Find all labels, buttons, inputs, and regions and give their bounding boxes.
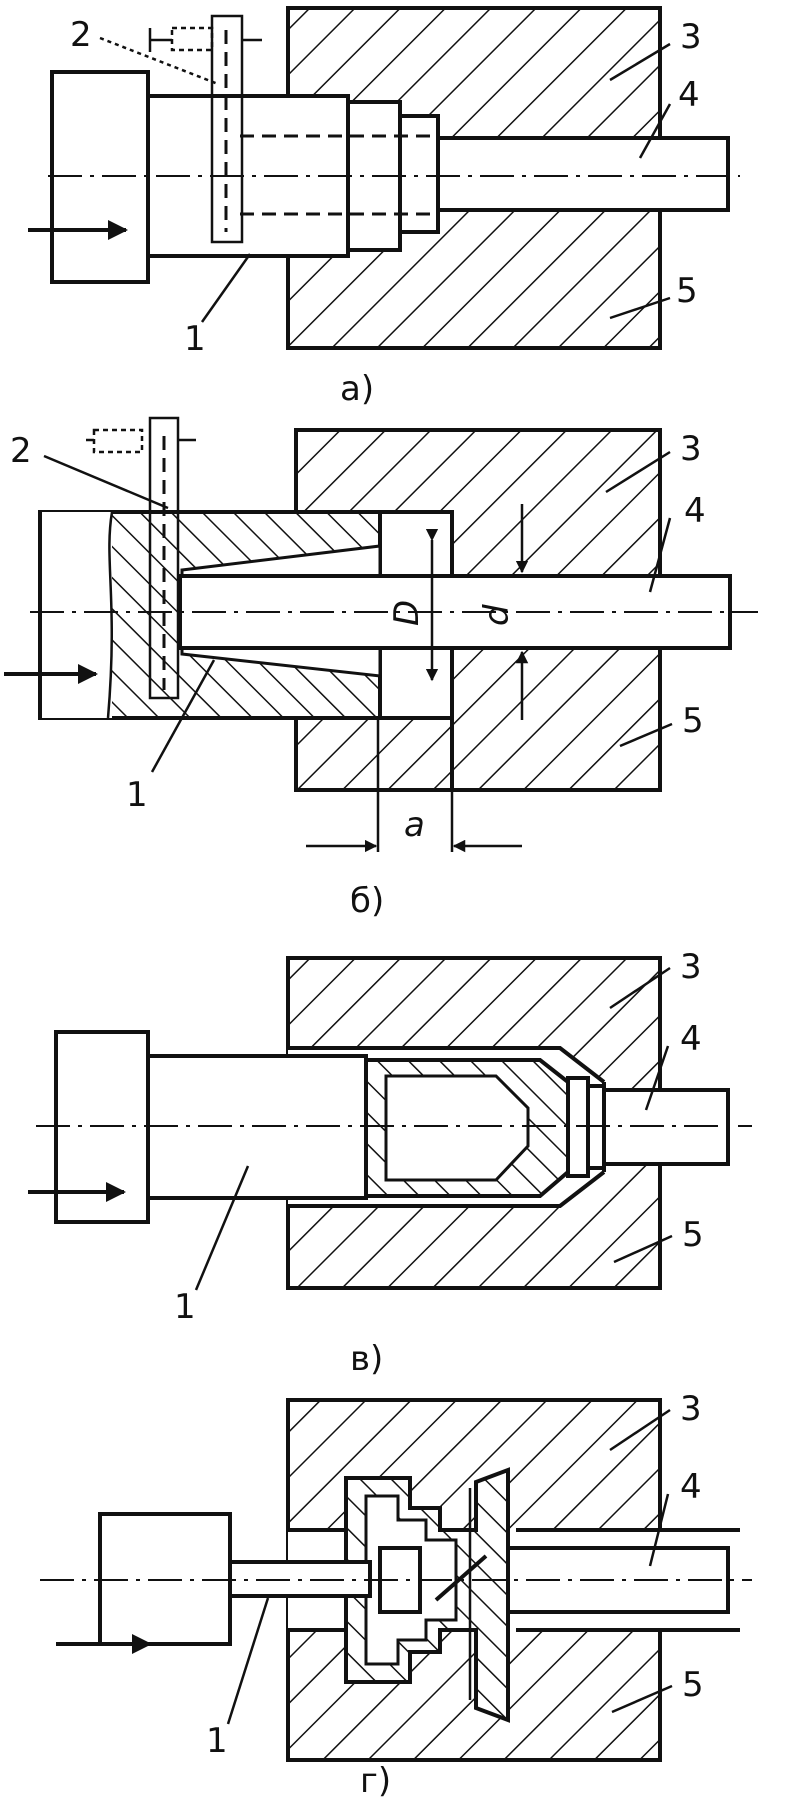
measuring-probe-a (148, 14, 262, 244)
caption-a: а) (340, 369, 374, 409)
label-4-a: 4 (678, 75, 700, 115)
label-5-a: 5 (676, 271, 698, 311)
extrudate-b (178, 574, 732, 650)
label-5-d: 5 (682, 1665, 704, 1705)
caption-b: б) (350, 881, 384, 921)
insert-d (344, 1467, 510, 1723)
label-4-b: 4 (684, 491, 706, 531)
label-1-c: 1 (174, 1287, 196, 1327)
diagram-d: 3 4 5 1 г) (40, 1389, 752, 1800)
label-3-d: 3 (680, 1389, 702, 1429)
label-5-b: 5 (682, 701, 704, 741)
caption-d: г) (360, 1761, 391, 1800)
label-3-a: 3 (680, 17, 702, 57)
label-4-d: 4 (680, 1467, 702, 1507)
caption-c: в) (350, 1339, 383, 1379)
label-2-b: 2 (10, 431, 32, 471)
label-1-b: 1 (126, 775, 148, 815)
extrudate-a (436, 136, 730, 212)
dim-D-label: D (387, 600, 427, 626)
label-2-a: 2 (70, 15, 92, 55)
label-3-b: 3 (680, 429, 702, 469)
measuring-probe-b (86, 416, 196, 700)
label-3-c: 3 (680, 947, 702, 987)
diagram-a: 2 3 4 5 1 а) (28, 6, 740, 409)
label-1-a: 1 (184, 319, 206, 359)
diagram-b: D d a 2 3 4 5 1 б) (4, 416, 758, 921)
diagram-c: 3 4 5 1 в) (28, 947, 752, 1379)
label-1-d: 1 (206, 1721, 228, 1761)
dim-a-label: a (404, 805, 425, 845)
dim-d-label: d (477, 604, 517, 626)
cup-part-c (364, 1058, 730, 1198)
label-5-c: 5 (682, 1215, 704, 1255)
label-4-c: 4 (680, 1019, 702, 1059)
